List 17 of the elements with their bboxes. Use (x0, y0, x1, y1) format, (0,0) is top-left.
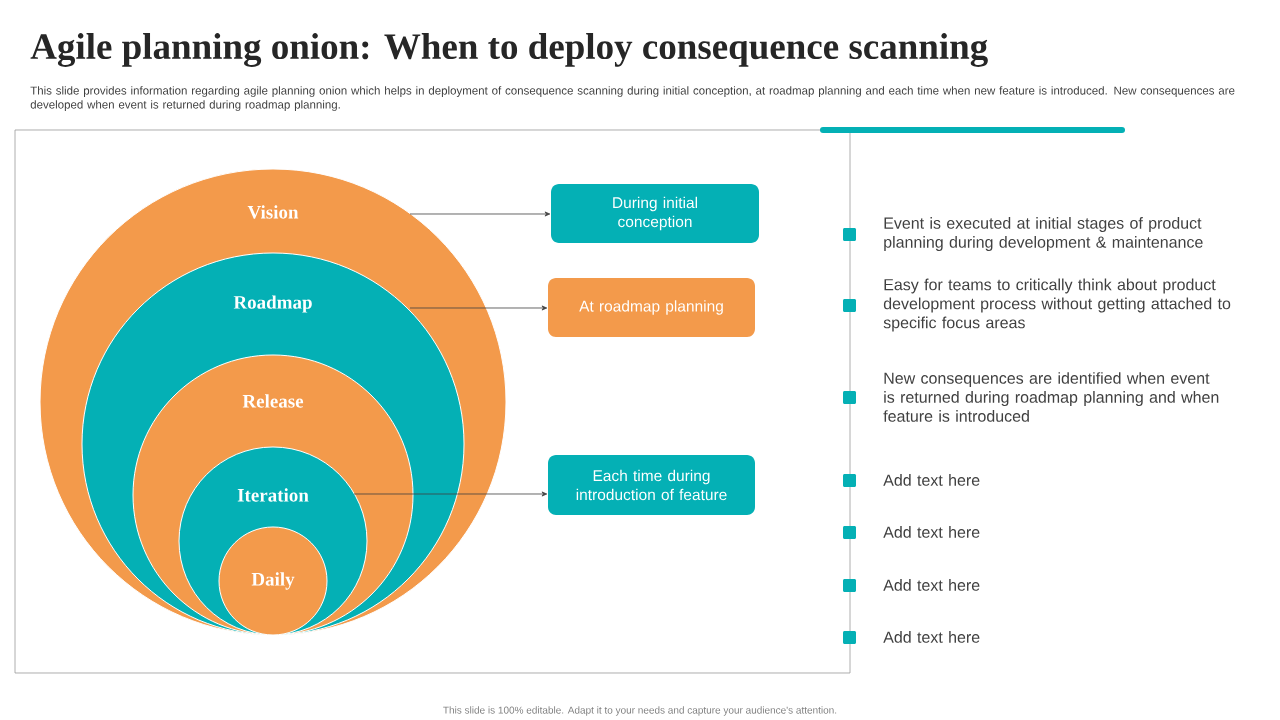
onion-ring: Daily (218, 526, 328, 636)
arrow (409, 211, 551, 217)
footer-note: This slide is 100% editable. Adapt it to your needs and capture your audience's attention. (443, 706, 837, 716)
bullet-text: Easy for teams to critically think about product development process without getting attached to specific focus areas (883, 278, 1231, 332)
stage-box: During initial conception (551, 184, 759, 243)
bullet-text: Add text here (883, 631, 980, 643)
subtitle: This slide provides information regarding agile planning onion which helps in deployment of consequence scanning during initial conception, at roadmap planning and each time when new feature is introduced. New consequences are developed when event is returned during roadmap planning. (30, 86, 1235, 111)
bullet-text: New consequences are identified when event is returned during roadmap planning and when feature is introduced (883, 372, 1219, 422)
stage-box: At roadmap planning (548, 278, 755, 337)
stage-box: Each time during introduction of feature (548, 455, 755, 515)
title: Agile planning onion: When to deploy consequence scanning (30, 33, 988, 67)
bullet-text: Add text here (883, 579, 980, 591)
arrow (409, 305, 548, 311)
bullet-text: Add text here (883, 526, 980, 538)
bullet-text: Add text here (883, 474, 980, 486)
bullet-text: Event is executed at initial stages of product planning during development & maintenance (884, 217, 1203, 251)
arrow (353, 491, 548, 497)
